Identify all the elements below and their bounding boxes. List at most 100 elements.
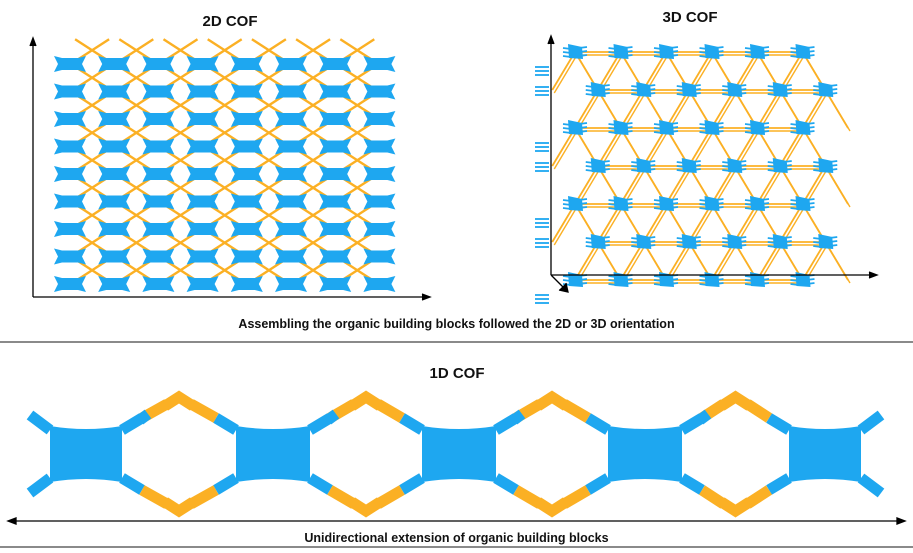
node-3d-arm <box>790 279 799 282</box>
chain-arm <box>188 485 219 509</box>
node-2d <box>275 111 307 127</box>
node-2d <box>54 166 86 182</box>
node-3d-arm <box>562 275 572 278</box>
node-2d <box>98 221 131 237</box>
node-3d-arm <box>669 126 679 129</box>
node-2d <box>275 83 307 100</box>
node-3d-arm <box>806 50 815 53</box>
node-3d-arm <box>608 203 617 206</box>
node-3d-arm <box>608 131 617 134</box>
chain-arm <box>213 473 239 495</box>
linker-3d <box>574 241 599 281</box>
node-2d <box>142 276 175 292</box>
chain-arm <box>327 485 357 509</box>
node-3d-arm <box>744 279 754 282</box>
linker-3d <box>710 165 736 205</box>
linker-3d <box>826 92 851 132</box>
chain-arm <box>510 409 526 425</box>
node-3d-arm <box>829 88 838 91</box>
node-3d-arm <box>813 237 822 240</box>
node-3d-arm <box>653 51 663 54</box>
linker-3d <box>801 89 827 129</box>
node-3d-arm <box>562 123 572 126</box>
node-3d-arm <box>653 131 663 134</box>
node-3d-arm <box>806 206 815 209</box>
node-2d <box>230 83 263 100</box>
node-3d-arm <box>669 50 679 53</box>
node-2d <box>186 248 219 265</box>
chain-arm <box>696 409 712 425</box>
node-3d-arm <box>562 207 572 210</box>
node-3d-arm <box>562 47 572 50</box>
node-3d-arm <box>715 198 724 201</box>
node-2d <box>363 83 396 100</box>
node-3d-arm <box>608 207 617 210</box>
node-2d <box>230 221 263 237</box>
cof-2d-y-arrowhead <box>29 36 37 47</box>
node-2d <box>142 166 175 182</box>
node-3d-arm <box>738 164 747 167</box>
cof-3d-y-arrowhead <box>547 34 555 45</box>
node-2d <box>186 193 219 210</box>
node-3d-arm <box>767 93 776 96</box>
node-2d <box>142 83 175 100</box>
node-3d-arm <box>829 244 838 247</box>
node-3d-arm <box>653 275 663 278</box>
node-3d-arm <box>676 237 685 240</box>
node-2d <box>98 248 131 265</box>
node-3d-arm <box>692 84 701 87</box>
chain-linker-bottom <box>162 497 196 518</box>
node-3d-arm <box>631 165 640 168</box>
node-3d-arm <box>699 279 708 282</box>
node-3d-arm <box>783 236 792 239</box>
node-2d <box>275 221 307 237</box>
node-3d-arm <box>760 282 770 285</box>
node-2d <box>54 221 86 237</box>
node-3d-arm <box>722 169 731 172</box>
node-3d-arm <box>722 237 731 240</box>
node-3d-arm <box>562 199 572 202</box>
node-2d <box>319 248 352 265</box>
caption-top: Assembling the organic building blocks f… <box>238 317 675 331</box>
node-3d-arm <box>562 131 572 134</box>
chain-arm <box>213 413 239 435</box>
node-3d-arm <box>813 89 822 92</box>
chain-node-block <box>236 426 310 482</box>
node-3d-arm <box>760 206 770 209</box>
node-3d-arm <box>676 169 685 172</box>
linker-3d <box>553 206 578 246</box>
chain-arm <box>679 473 705 495</box>
node-3d-arm <box>647 92 656 95</box>
node-3d-arm <box>783 168 792 171</box>
chain-arm <box>119 473 145 495</box>
node-3d-arm <box>715 50 724 53</box>
node-3d-arm <box>783 84 792 87</box>
chain-arm <box>561 485 591 509</box>
node-3d-arm <box>767 169 776 172</box>
node-2d <box>275 248 307 265</box>
linker-3d <box>551 127 576 167</box>
chain-arm <box>324 409 340 425</box>
node-3d-arm <box>829 236 838 239</box>
node-2d <box>230 138 263 155</box>
node-3d-arm <box>624 122 633 125</box>
node-2d <box>142 193 175 210</box>
node-3d-arm <box>676 245 685 248</box>
node-3d-arm <box>738 236 747 239</box>
node-2d <box>363 248 396 265</box>
node-3d-arm <box>760 50 770 53</box>
node-3d-arm <box>562 203 572 206</box>
node-3d-arm <box>790 51 799 54</box>
node-3d-arm <box>829 92 838 95</box>
node-3d-arm <box>692 160 701 163</box>
node-3d-arm <box>790 47 799 50</box>
linker-3d <box>596 51 622 91</box>
cof-3d-z-arrowhead <box>558 282 569 293</box>
node-3d-arm <box>722 85 731 88</box>
node-2d <box>142 221 175 237</box>
chain-node-block <box>422 426 496 482</box>
chain-linker-top <box>162 390 196 411</box>
cof-1d-chain <box>26 390 885 518</box>
node-3d-arm <box>578 50 588 53</box>
node-3d-arm <box>676 241 685 244</box>
